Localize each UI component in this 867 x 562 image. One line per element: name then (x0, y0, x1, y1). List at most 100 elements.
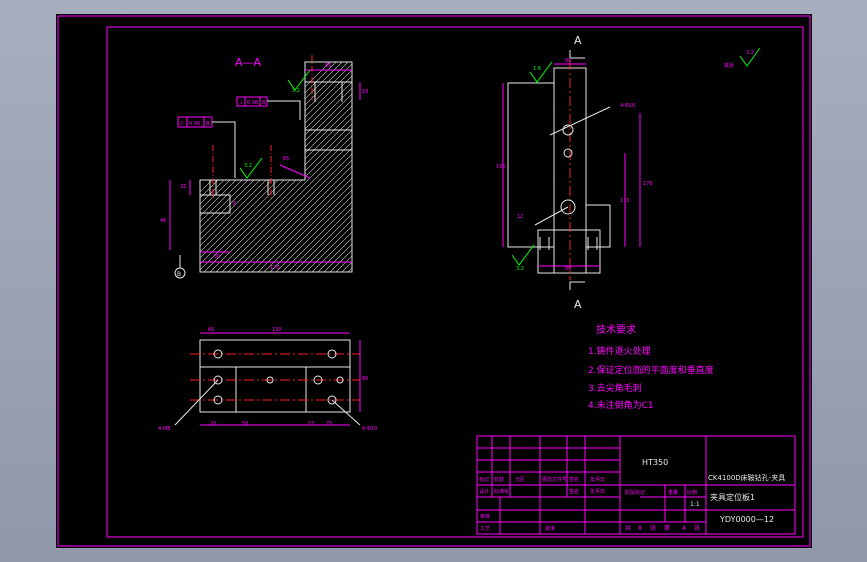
svg-text:3.2: 3.2 (292, 88, 300, 94)
tolerance-frame-perpendicular: ⊥ 0.06 B (236, 96, 301, 120)
svg-text:3.2: 3.2 (516, 266, 524, 272)
svg-text:重量: 重量 (668, 489, 678, 496)
svg-text:处数: 处数 (494, 476, 504, 483)
project-name: CK4100D床鞍钻孔-夹具 (708, 473, 785, 482)
svg-text:80: 80 (565, 58, 571, 64)
svg-text:A: A (574, 298, 582, 311)
svg-text:年月日: 年月日 (590, 476, 605, 483)
svg-text:4: 4 (682, 525, 686, 532)
svg-text:32: 32 (180, 184, 186, 190)
svg-text:B: B (206, 121, 210, 127)
svg-text:张: 张 (650, 524, 656, 532)
hatch-line (233, 62, 352, 272)
svg-text:B: B (177, 271, 181, 278)
hatch-line (221, 62, 352, 272)
svg-text:6-Φ10: 6-Φ10 (362, 426, 377, 432)
svg-text:0.06: 0.06 (189, 121, 200, 127)
hatch-line (257, 62, 352, 272)
svg-text:其余: 其余 (724, 62, 734, 69)
svg-text:签名: 签名 (569, 476, 579, 483)
hatch-line (245, 62, 352, 272)
hatch-line (209, 62, 352, 272)
svg-text:B: B (262, 100, 266, 106)
svg-text:4-Φ16: 4-Φ16 (620, 103, 635, 109)
front-view: A A 4-Φ16 80 195 110 176 12 80 1.6 3.2 (496, 34, 761, 311)
svg-text:年月日: 年月日 (590, 488, 605, 495)
svg-text:80: 80 (362, 376, 368, 382)
title-block: HT350 CK4100D床鞍钻孔-夹具 夹具定位板1 YDY0000—12 1… (476, 435, 796, 535)
hatch-line (311, 62, 352, 272)
hatch-line (305, 62, 352, 272)
svg-text:更改文件号: 更改文件号 (542, 476, 567, 483)
svg-text:85: 85 (283, 156, 289, 162)
svg-text:1.6: 1.6 (533, 66, 541, 72)
svg-text:8: 8 (638, 525, 642, 532)
svg-text:工艺: 工艺 (480, 526, 490, 532)
hatch-line (293, 62, 352, 272)
svg-text://: // (180, 121, 184, 127)
svg-text:30: 30 (214, 254, 220, 260)
svg-text:审核: 审核 (480, 513, 490, 520)
svg-text:46: 46 (160, 218, 166, 224)
svg-text:170: 170 (270, 265, 280, 271)
svg-text:⊥: ⊥ (239, 100, 243, 106)
svg-text:12: 12 (517, 214, 523, 220)
svg-text:110: 110 (620, 198, 630, 204)
svg-text:4-M8: 4-M8 (158, 426, 170, 432)
hatch-line (239, 62, 352, 272)
svg-text:80: 80 (325, 63, 331, 69)
drawing-sheet (56, 14, 812, 548)
tolerance-frame-parallel: // 0.06 B (177, 116, 236, 178)
datum-symbol (174, 267, 186, 279)
section-label: A—A (235, 56, 262, 69)
requirements-title: 技术要求 (596, 323, 636, 336)
outer-frame (57, 15, 811, 547)
svg-text:18: 18 (362, 89, 368, 95)
hatch-line (227, 62, 352, 272)
svg-text:60: 60 (208, 327, 214, 333)
requirement-item: 4.未注倒角为C1 (588, 399, 654, 411)
hatch-line (299, 62, 352, 272)
hatch-line (281, 62, 352, 272)
hatch-line (287, 62, 352, 272)
svg-text:15: 15 (308, 421, 314, 427)
svg-text:分区: 分区 (515, 476, 525, 483)
requirement-item: 2.保证定位面的平面度和垂直度 (588, 364, 714, 376)
svg-text:批准: 批准 (545, 525, 555, 532)
svg-text:A: A (574, 34, 582, 47)
svg-text:130: 130 (272, 327, 282, 333)
scale: 1:1 (690, 501, 700, 508)
svg-text:设计: 设计 (479, 488, 489, 495)
svg-text:75: 75 (326, 421, 332, 427)
hatch-line (269, 62, 352, 272)
hatch-line (251, 62, 352, 272)
requirement-item: 1.铸件退火处理 (588, 345, 651, 357)
svg-text:阶段标记: 阶段标记 (625, 489, 645, 496)
part-name: 夹具定位板1 (710, 492, 755, 502)
technical-requirements: 技术要求 1.铸件退火处理 2.保证定位面的平面度和垂直度 3.去尖角毛刺 4.… (588, 323, 714, 411)
hatch-line (215, 62, 352, 272)
svg-text:50: 50 (242, 421, 248, 427)
svg-text:共: 共 (625, 524, 631, 532)
material: HT350 (642, 458, 668, 467)
requirement-item: 3.去尖角毛刺 (588, 382, 642, 394)
svg-text:3.2: 3.2 (746, 50, 754, 56)
svg-text:8: 8 (233, 201, 236, 207)
hatch-line (275, 62, 352, 272)
svg-text:195: 195 (496, 164, 506, 170)
svg-text:第: 第 (664, 524, 670, 532)
hatch-line (263, 62, 352, 272)
svg-text:20: 20 (210, 421, 216, 427)
svg-text:80: 80 (565, 266, 571, 272)
svg-text:张: 张 (694, 524, 700, 532)
inner-frame (106, 26, 804, 538)
svg-text:176: 176 (643, 181, 653, 187)
svg-text:0.06: 0.06 (247, 100, 258, 106)
svg-text:标记: 标记 (479, 476, 489, 483)
top-view: 60 130 20 50 15 75 80 4-M8 6-Φ10 (158, 327, 377, 432)
svg-text:标准化: 标准化 (494, 488, 509, 495)
svg-text:3.2: 3.2 (244, 163, 252, 169)
drawing-number: YDY0000—12 (719, 515, 774, 524)
hatch-line (203, 62, 352, 272)
